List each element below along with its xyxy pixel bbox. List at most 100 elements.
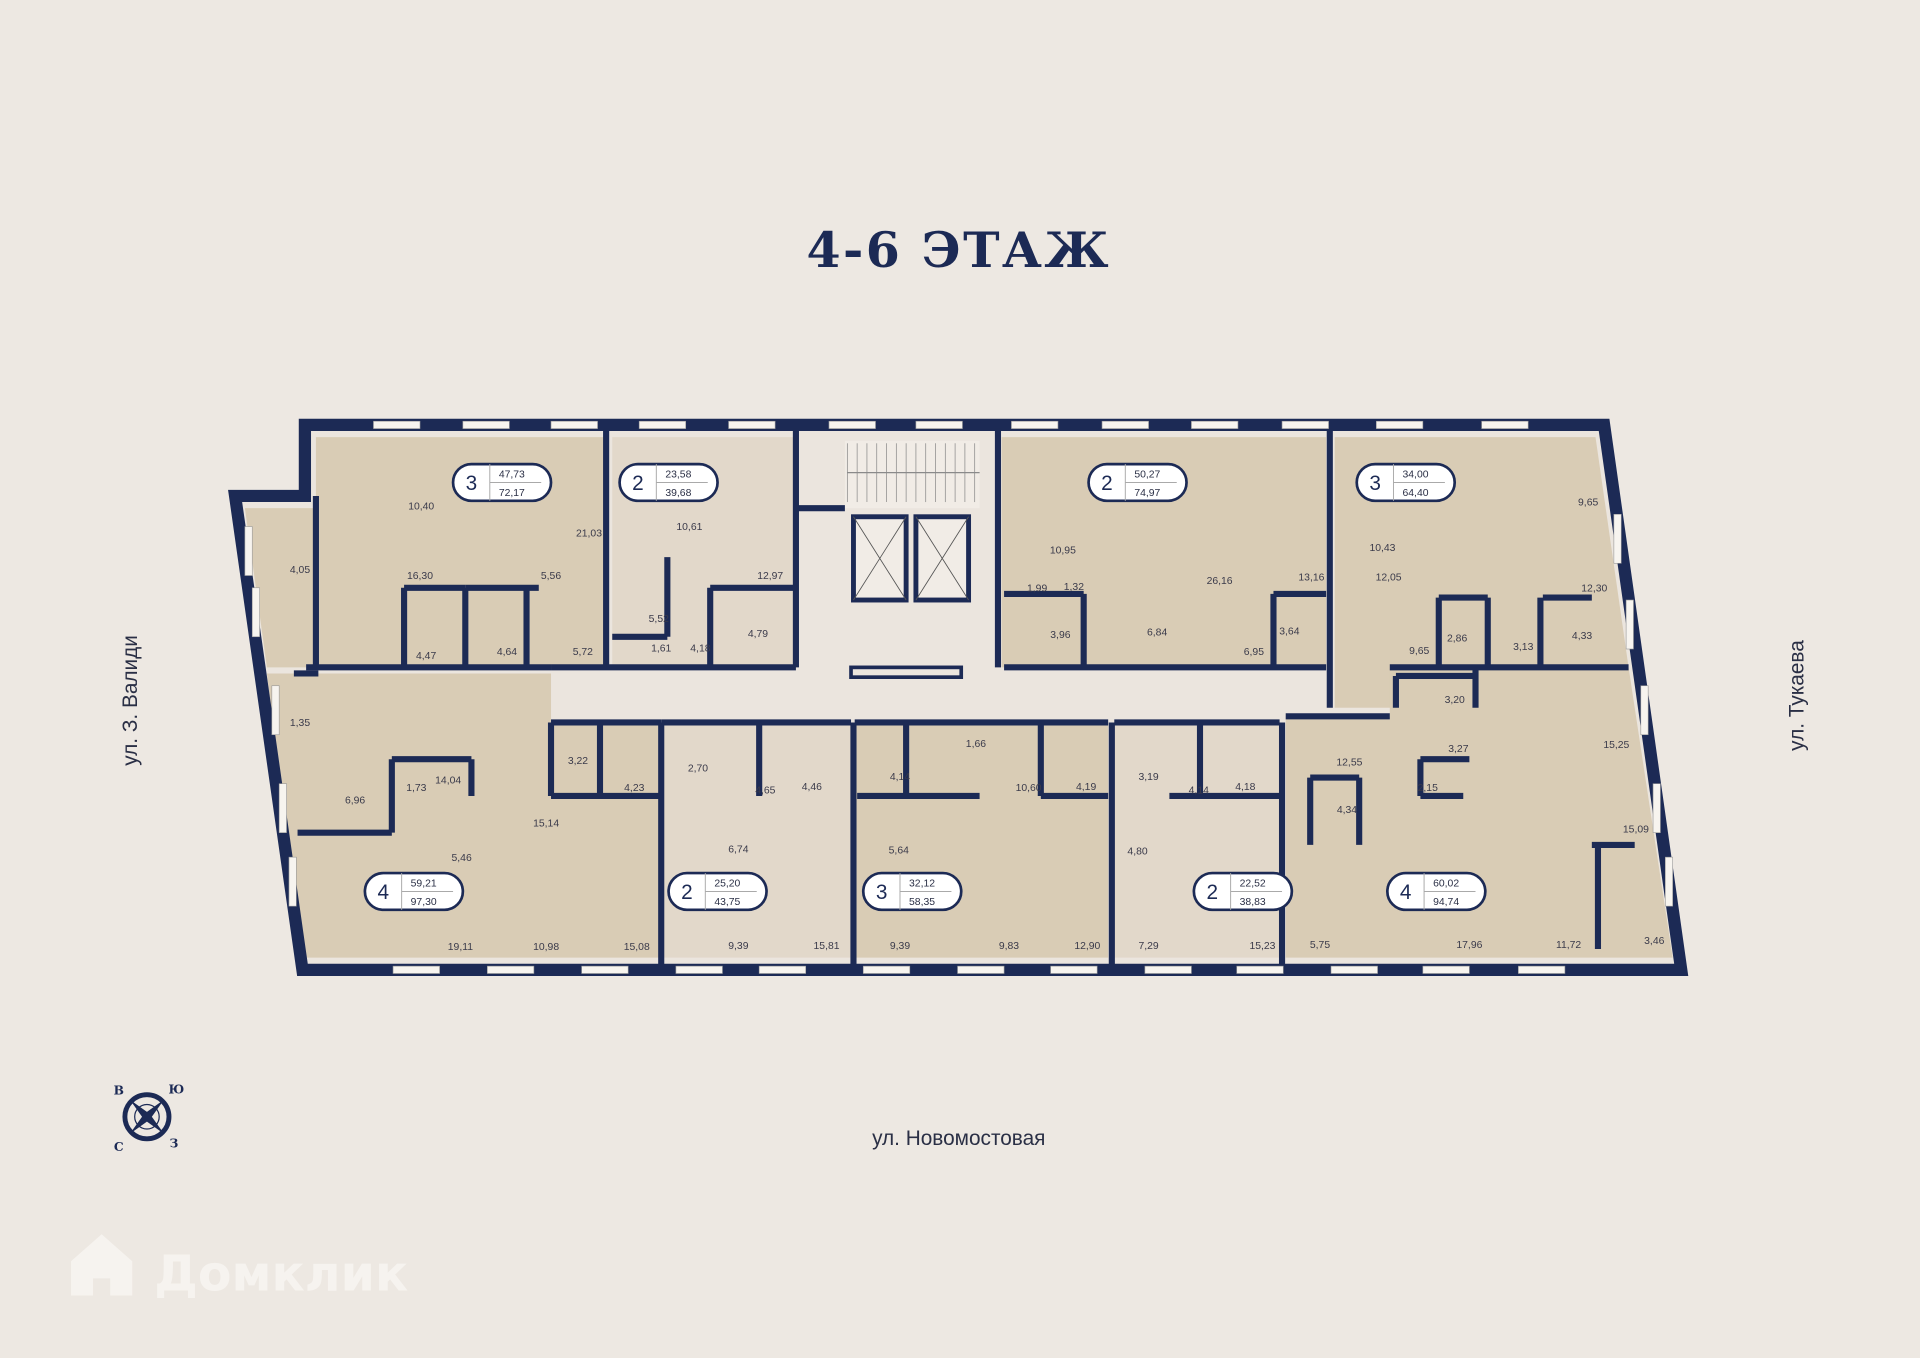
room-area-label: 9,39	[728, 941, 748, 952]
floor-title: 4-6 ЭТАЖ	[806, 221, 1111, 279]
room-area-label: 15,25	[1603, 740, 1629, 751]
room-area-label: 9,65	[1578, 498, 1598, 509]
window	[1281, 420, 1329, 429]
room-area-label: 3,22	[568, 756, 588, 767]
window	[915, 420, 963, 429]
apartment-badge: 2 50,27 74,97	[1087, 462, 1188, 503]
outer-wall	[228, 418, 1689, 976]
room-area-label: 3,96	[1050, 630, 1070, 641]
window	[1376, 420, 1424, 429]
apartment-area	[1114, 722, 1280, 958]
room-area-label: 4,47	[416, 651, 436, 662]
room-area-label: 1,99	[1027, 583, 1047, 594]
room-area-label: 2,15	[1418, 783, 1438, 794]
living-area: 23,58	[665, 470, 691, 481]
window	[1050, 965, 1098, 974]
room-area-label: 3,27	[1448, 744, 1468, 755]
room-area-label: 15,23	[1249, 941, 1275, 952]
window	[1640, 685, 1649, 736]
room-area-label: 1,73	[406, 783, 426, 794]
window	[1191, 420, 1239, 429]
window	[1613, 514, 1622, 564]
apartment-area	[1285, 667, 1673, 958]
room-area-label: 10,40	[408, 501, 434, 512]
apartment-area	[244, 508, 316, 668]
window	[462, 420, 510, 429]
room-area-label: 4,34	[1337, 805, 1357, 816]
walls	[228, 418, 1689, 976]
room-area-label: 3,20	[1445, 695, 1465, 706]
compass-south: Ю	[168, 1082, 184, 1096]
room-area-label: 3,64	[1279, 626, 1299, 637]
elevator-cross	[853, 516, 907, 601]
room-area-label: 4,46	[802, 782, 822, 793]
total-area: 58,35	[909, 897, 935, 908]
room-area-label: 1,66	[966, 739, 986, 750]
window	[1236, 965, 1284, 974]
compass-icon: В Ю С З	[114, 1082, 185, 1154]
total-area: 74,97	[1134, 488, 1160, 499]
window	[1011, 420, 1059, 429]
room-area-label: 4,23	[624, 783, 644, 794]
room-area-label: 19,11	[448, 942, 473, 953]
room-area-label: 1,32	[1064, 582, 1084, 593]
living-area: 32,12	[909, 879, 935, 890]
room-area-label: 5,75	[1310, 940, 1330, 951]
total-area: 38,83	[1240, 897, 1266, 908]
living-area: 50,27	[1134, 470, 1160, 481]
room-area-label: 4,05	[290, 565, 310, 576]
window	[392, 965, 440, 974]
room-area-label: 9,65	[1409, 646, 1429, 657]
total-area: 97,30	[411, 897, 437, 908]
room-area-label: 4,65	[755, 785, 775, 796]
windows	[244, 420, 1673, 974]
window	[957, 965, 1005, 974]
window	[828, 420, 876, 429]
room-count: 3	[466, 472, 478, 495]
room-area-label: 6,74	[728, 844, 748, 855]
window	[1518, 965, 1566, 974]
room-count: 2	[681, 881, 693, 904]
stair-elevator-core	[844, 440, 980, 603]
window	[1625, 599, 1634, 650]
room-count: 4	[1400, 881, 1412, 904]
window	[550, 420, 598, 429]
corridor-shaft	[849, 665, 964, 679]
room-count: 2	[1101, 472, 1113, 495]
window	[271, 685, 280, 736]
window	[638, 420, 687, 429]
street-label-left: ул. З. Валиди	[119, 635, 142, 766]
total-area: 94,74	[1433, 897, 1459, 908]
room-area-label: 4,19	[1076, 782, 1096, 793]
room-count: 3	[1369, 472, 1381, 495]
window	[728, 420, 776, 429]
room-area-label: 5,46	[452, 853, 472, 864]
apartment-area	[854, 722, 1109, 958]
room-area-label: 3,19	[1138, 772, 1158, 783]
room-area-label: 4,14	[890, 772, 910, 783]
window	[244, 526, 253, 576]
window	[251, 587, 260, 638]
window	[1652, 783, 1661, 833]
room-area-label: 10,61	[676, 522, 702, 533]
total-area: 43,75	[714, 897, 740, 908]
window	[1144, 965, 1192, 974]
room-area-label: 15,81	[814, 941, 840, 952]
window	[1422, 965, 1470, 974]
room-area-label: 4,33	[1572, 631, 1592, 642]
window	[1665, 856, 1673, 907]
room-area-label: 11,72	[1556, 940, 1581, 951]
room-area-label: 15,14	[533, 819, 559, 830]
room-area-label: 5,52	[649, 614, 669, 625]
room-area-label: 12,97	[757, 571, 783, 582]
room-area-label: 1,61	[651, 643, 671, 654]
room-area-label: 6,96	[345, 795, 365, 806]
room-area-label: 14,04	[435, 776, 461, 787]
